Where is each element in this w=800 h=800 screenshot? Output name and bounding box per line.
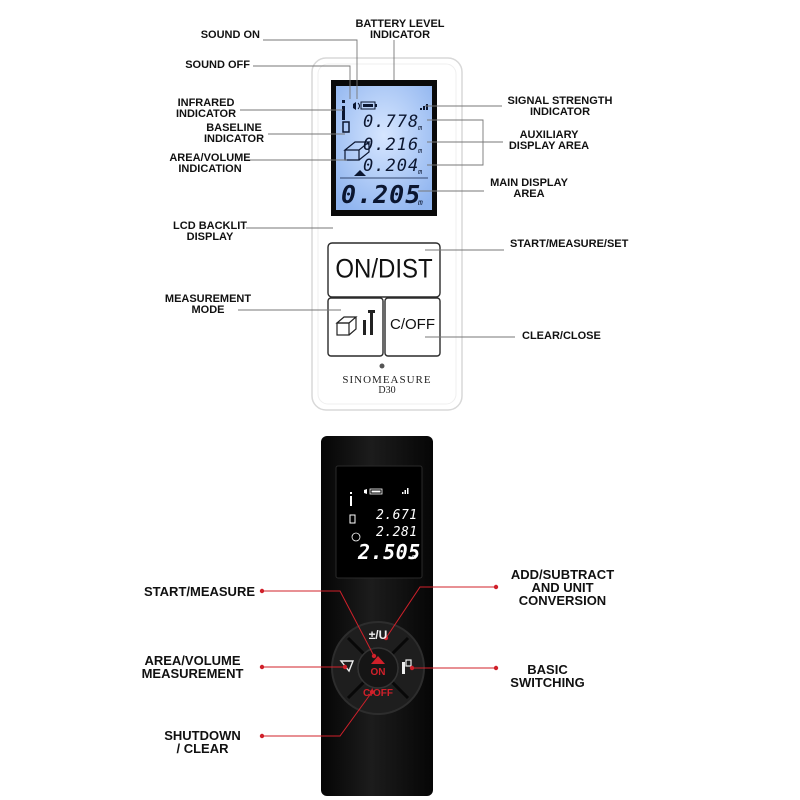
label-main-display-1: MAIN DISPLAY (490, 177, 568, 189)
label-infrared-1: INFRARED (177, 97, 235, 109)
on-button[interactable]: ON (370, 667, 386, 678)
black-device-body (321, 436, 433, 796)
label-battery-1: BATTERY LEVEL (355, 18, 445, 30)
lcd-main-unit: m (418, 198, 423, 207)
white-device-buttons (327, 242, 441, 369)
lcd-aux-line-1: 0.778 (363, 112, 420, 132)
top-callout-lines (238, 39, 515, 338)
signal-strength-icon (420, 104, 428, 110)
sound-icon (353, 102, 360, 110)
label-signal-2: INDICATOR (529, 106, 591, 118)
lcd-main-reading: 0.205 (341, 180, 422, 209)
control-pad (331, 621, 425, 715)
label-measurement-mode-1: MEASUREMENT (164, 293, 252, 305)
label-infrared-2: INDICATOR (175, 108, 237, 120)
lcd-aux-line-2: 0.216 (363, 135, 420, 155)
label-basic-switching-2: SWITCHING (510, 675, 585, 690)
on-dist-button[interactable]: ON/DIST (335, 254, 433, 285)
bottom-callout-lines (262, 586, 496, 737)
black-lcd-line-1: 2.671 (376, 508, 418, 523)
label-baseline-1: BASELINE (206, 122, 262, 134)
label-auxiliary-1: AUXILIARY (519, 129, 579, 141)
label-sound-off: SOUND OFF (185, 59, 250, 71)
label-lcd-backlit-2: DISPLAY (186, 231, 234, 243)
label-area-volume-2: INDICATION (178, 163, 242, 175)
black-lcd-unit: m (412, 553, 417, 561)
white-device-lcd (331, 80, 437, 216)
lcd-aux-unit-3: m (418, 168, 423, 176)
label-start-measure: START/MEASURE (144, 584, 255, 599)
play-triangle-icon (371, 656, 385, 664)
infrared-icon (342, 100, 345, 120)
label-basic-switching-1: BASIC (527, 662, 568, 677)
plus-minus-unit-button[interactable]: ±/U (368, 628, 388, 642)
lcd-aux-unit-1: m (418, 124, 423, 132)
black-lcd-line-2: 2.281 (376, 525, 418, 540)
label-signal-1: SIGNAL STRENGTH (507, 95, 613, 107)
label-measurement-mode-2: MODE (191, 304, 225, 316)
label-clear-close: CLEAR/CLOSE (522, 330, 601, 342)
label-baseline-2: INDICATOR (203, 133, 265, 145)
brand-name: SINOMEASURE (342, 374, 432, 386)
model-name: D30 (378, 385, 396, 396)
label-start-measure-set: START/MEASURE/SET (510, 238, 629, 250)
black-device-lcd-icons (349, 488, 409, 542)
label-lcd-backlit-1: LCD BACKLIT (173, 220, 247, 232)
measurement-mode-icon (335, 310, 375, 336)
lcd-aux-line-3: 0.204 (363, 156, 420, 176)
label-battery-2: INDICATOR (369, 29, 431, 41)
lcd-aux-unit-2: m (418, 147, 423, 155)
baseline-icon (342, 121, 350, 133)
label-main-display-2: AREA (513, 188, 545, 200)
label-area-volume-1: AREA/VOLUME (169, 152, 251, 164)
battery-icon (360, 101, 377, 110)
label-area-volume-measurement-1: AREA/VOLUME (144, 653, 241, 668)
area-volume-icon (343, 141, 371, 176)
label-add-subtract-2: AND UNIT (531, 580, 594, 595)
basic-switching-icon (402, 659, 412, 674)
label-shutdown-1: SHUTDOWN (164, 728, 241, 743)
label-shutdown-2: / CLEAR (176, 741, 229, 756)
label-area-volume-measurement-2: MEASUREMENT (141, 666, 244, 681)
label-sound-on: SOUND ON (200, 29, 260, 41)
label-add-subtract-1: ADD/SUBTRACT (510, 567, 615, 582)
label-auxiliary-2: DISPLAY AREA (508, 140, 590, 152)
c-off-button-black[interactable]: C/OFF (363, 688, 393, 699)
c-off-button[interactable]: C/OFF (390, 316, 435, 333)
black-lcd-main: 2.505 (358, 540, 421, 564)
label-add-subtract-3: CONVERSION (518, 593, 607, 608)
callout-dots (259, 584, 499, 739)
indicator-led (379, 363, 385, 369)
